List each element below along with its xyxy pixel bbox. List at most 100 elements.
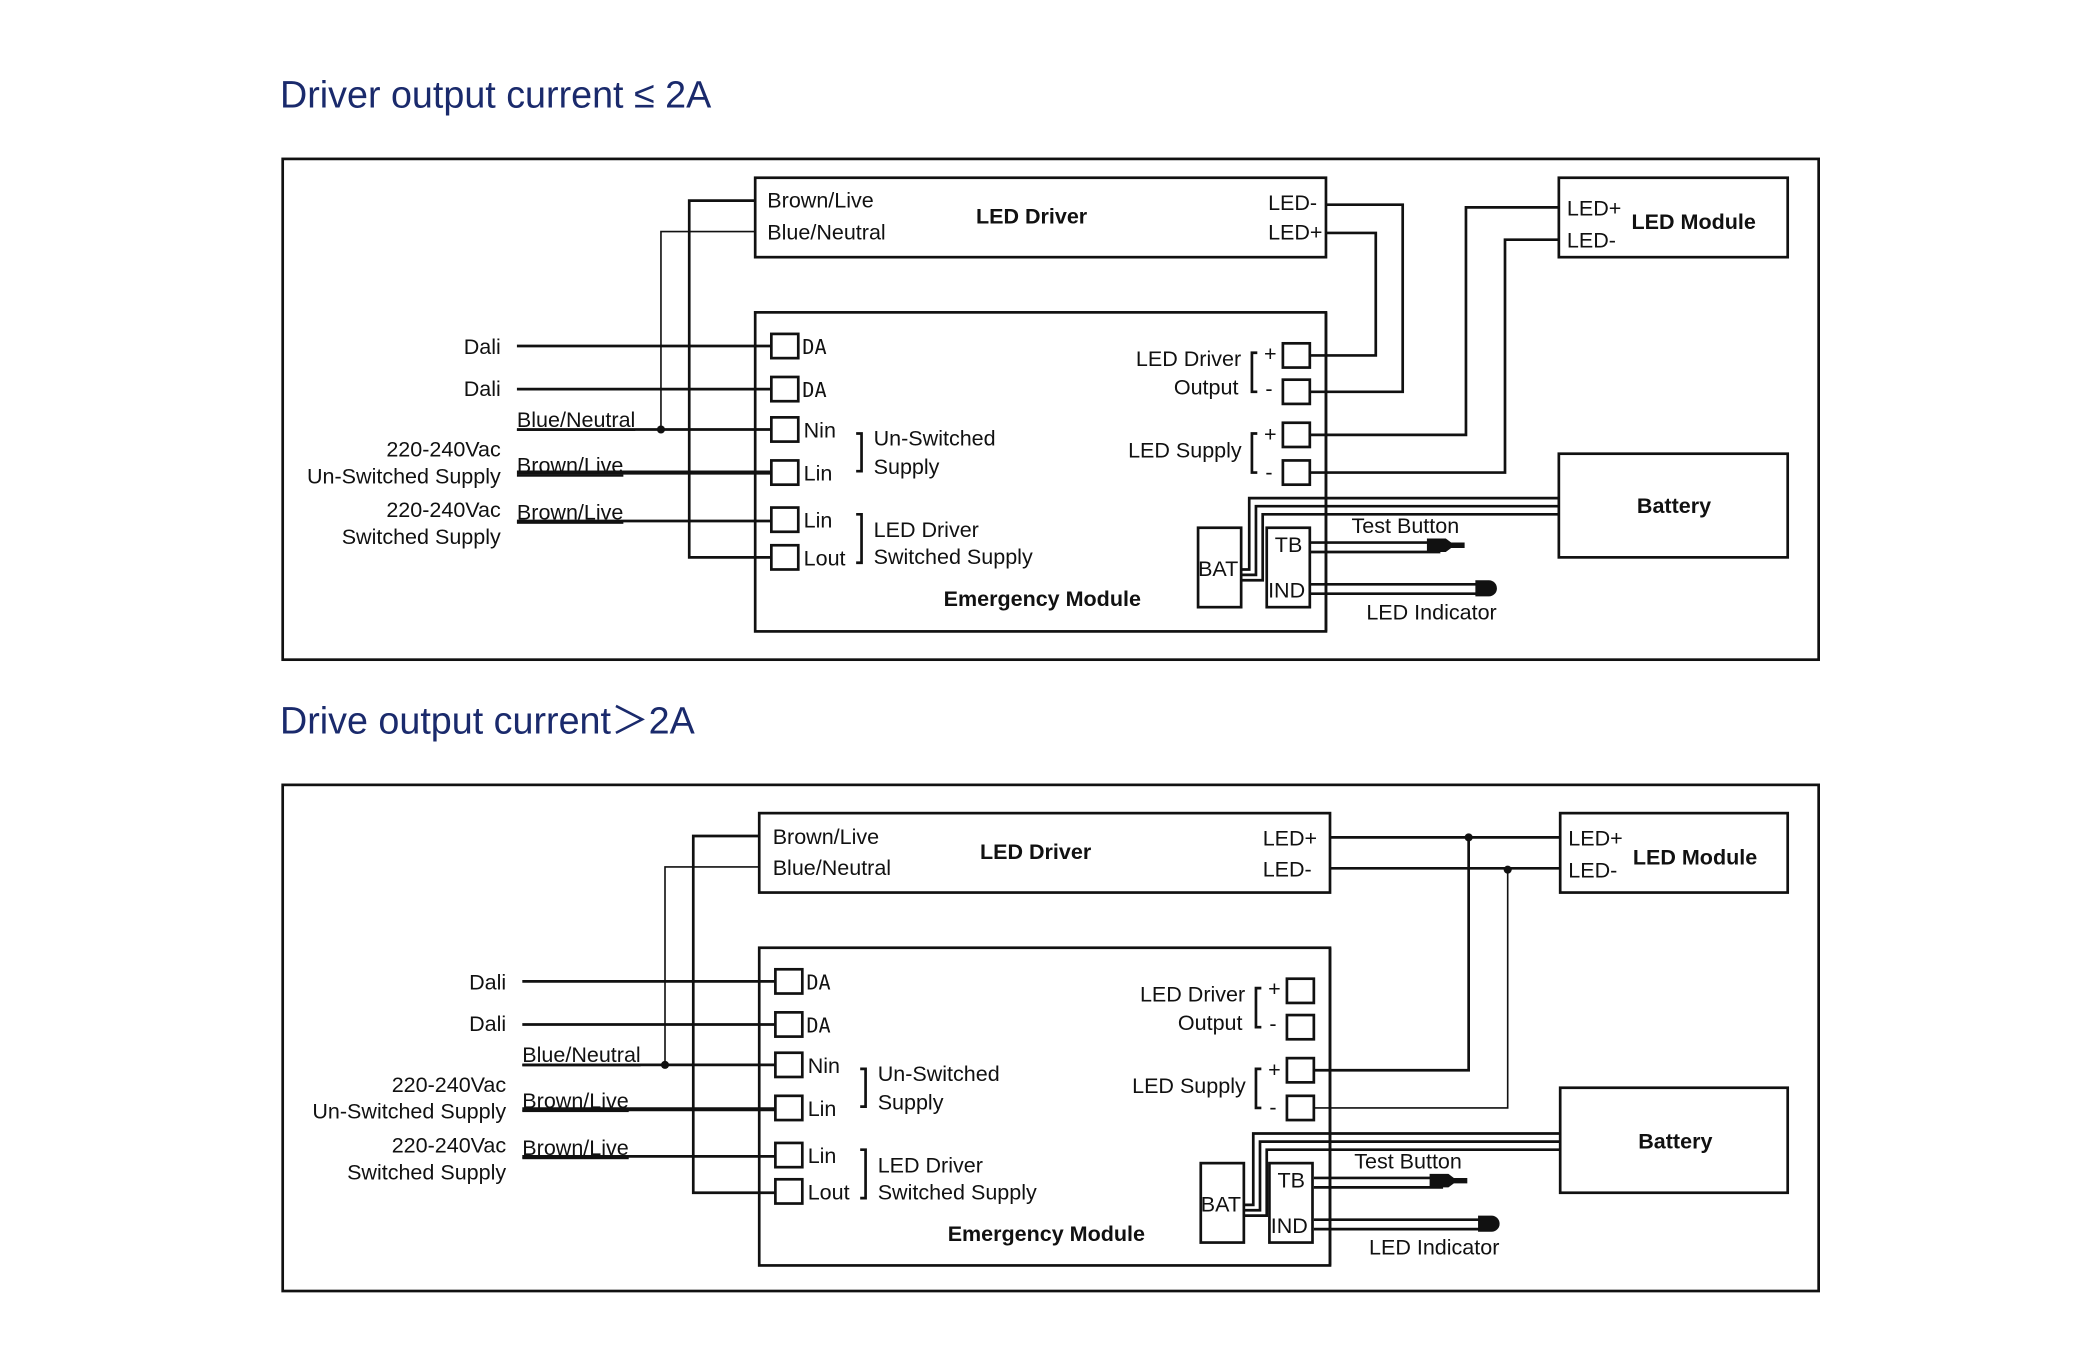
switched-supply-label-2: Switched Supply	[878, 1180, 1037, 1204]
terminal-driver-out-plus	[1285, 977, 1316, 1005]
led-module-minus: LED-	[1567, 229, 1616, 253]
supply-labels: Dali Dali Blue/Neutral 220-240Vac Un-Swi…	[307, 335, 635, 549]
switched-supply-label: Switched Supply	[342, 525, 501, 549]
diagram-1-title: Driver output current ≤ 2A	[280, 74, 712, 116]
tb-label: TB	[1278, 1168, 1306, 1192]
minus-sign: -	[1269, 1096, 1276, 1120]
led-driver-input-brown-live: Brown/Live	[767, 188, 873, 212]
bat-label: BAT	[1198, 557, 1238, 581]
led-driver-input-blue-neutral: Blue/Neutral	[773, 856, 891, 880]
terminal-da-2-label: DA	[806, 1014, 830, 1038]
emergency-module-box: DA DA Nin Lin Lin Lout Un-Switched Suppl…	[753, 311, 1328, 633]
terminal-lout-label: Lout	[808, 1180, 850, 1204]
led-driver-label: LED Driver	[980, 840, 1092, 864]
led-driver-input-blue-neutral: Blue/Neutral	[767, 221, 885, 245]
blue-neutral-label: Blue/Neutral	[517, 408, 635, 432]
diagram-1-frame	[281, 157, 1820, 662]
plus-sign: +	[1268, 977, 1281, 1001]
unswitched-supply-label-2: Supply	[874, 455, 940, 479]
terminal-lout	[774, 1177, 804, 1205]
terminal-nin	[774, 1051, 804, 1079]
plus-sign: +	[1268, 1058, 1281, 1082]
unswitched-supply-label-1: Un-Switched	[878, 1062, 1000, 1086]
switched-supply-label-1: LED Driver	[874, 518, 979, 542]
led-module-label: LED Module	[1633, 845, 1757, 869]
diagram-2-frame	[281, 783, 1820, 1293]
brown-live-label-1: Brown/Live	[522, 1089, 628, 1113]
test-button-label: Test Button	[1352, 514, 1460, 538]
terminal-supply-minus	[1281, 459, 1312, 487]
switched-supply-label-1: LED Driver	[878, 1154, 983, 1178]
plus-sign: +	[1264, 423, 1277, 447]
unswitched-supply-label: Un-Switched Supply	[307, 464, 501, 488]
terminal-driver-out-plus	[1281, 341, 1312, 369]
led-driver-box: Brown/Live Blue/Neutral LED Driver LED+ …	[757, 811, 1332, 894]
battery-label: Battery	[1638, 1129, 1712, 1153]
voltage-label-2: 220-240Vac	[386, 498, 501, 522]
driver-output-label-2: Output	[1174, 375, 1239, 399]
terminal-da-2-label: DA	[802, 378, 826, 402]
terminal-lin-1	[774, 1094, 804, 1122]
terminal-nin	[770, 416, 800, 443]
minus-sign: -	[1265, 460, 1272, 484]
bat-connector	[1196, 526, 1243, 609]
led-module-box: LED+ LED- LED Module	[1557, 176, 1790, 259]
terminal-lin-1-label: Lin	[804, 462, 833, 486]
test-button-icon	[1426, 538, 1465, 552]
led-indicator-icon	[1475, 580, 1497, 597]
terminal-da-1	[770, 332, 800, 360]
ind-label: IND	[1271, 1214, 1308, 1238]
emergency-module-label: Emergency Module	[948, 1222, 1145, 1246]
driver-output-label-1: LED Driver	[1136, 347, 1241, 371]
bracket-driver-output	[1250, 351, 1258, 394]
bracket-unswitched	[860, 1067, 867, 1108]
minus-sign: -	[1269, 1012, 1276, 1036]
tb-label: TB	[1275, 533, 1303, 557]
tb-ind-connector	[1268, 1161, 1314, 1244]
led-module-plus: LED+	[1568, 826, 1622, 850]
dali-label-1: Dali	[464, 335, 501, 359]
bracket-switched	[856, 512, 863, 565]
switched-supply-label-2: Switched Supply	[874, 545, 1033, 569]
ind-label: IND	[1268, 579, 1305, 603]
led-module-label: LED Module	[1632, 210, 1756, 234]
bracket-switched	[860, 1148, 867, 1200]
led-driver-input-brown-live: Brown/Live	[773, 825, 879, 849]
led-driver-output-1: LED+	[1263, 826, 1317, 850]
driver-output-label-1: LED Driver	[1140, 983, 1245, 1007]
terminal-lin-2	[774, 1141, 804, 1169]
terminal-lin-2	[770, 506, 800, 534]
terminal-driver-out-minus	[1285, 1013, 1316, 1041]
led-indicator-icon	[1478, 1215, 1500, 1232]
supply-labels: Dali Dali Blue/Neutral 220-240Vac Un-Swi…	[312, 970, 640, 1184]
driver-output-label-2: Output	[1178, 1011, 1243, 1035]
diagram-2-title: Drive output current＞2A	[280, 700, 696, 742]
test-button-icon	[1429, 1173, 1468, 1188]
led-indicator-label: LED Indicator	[1369, 1236, 1499, 1260]
led-driver-output-1: LED-	[1268, 191, 1317, 215]
bracket-driver-output	[1254, 986, 1262, 1029]
battery-box: Battery	[1558, 1086, 1790, 1195]
bat-connector	[1199, 1161, 1246, 1244]
diagram-1: Driver output current ≤ 2A Brown/Live Bl…	[280, 74, 1820, 662]
unswitched-supply-label-2: Supply	[878, 1090, 944, 1114]
bracket-led-supply	[1250, 432, 1258, 474]
bat-label: BAT	[1201, 1193, 1241, 1217]
led-module-minus: LED-	[1568, 859, 1617, 883]
terminal-lin-2-label: Lin	[804, 509, 833, 533]
blue-neutral-label: Blue/Neutral	[522, 1043, 640, 1067]
unswitched-supply-label: Un-Switched Supply	[312, 1100, 506, 1124]
led-supply-label: LED Supply	[1128, 439, 1242, 463]
led-driver-label: LED Driver	[976, 205, 1088, 229]
led-supply-label: LED Supply	[1132, 1074, 1246, 1098]
terminal-nin-label: Nin	[808, 1054, 840, 1078]
tb-ind-connector	[1265, 526, 1312, 609]
bracket-led-supply	[1254, 1067, 1262, 1110]
bracket-unswitched	[856, 432, 863, 473]
unswitched-supply-label-1: Un-Switched	[874, 427, 996, 451]
terminal-supply-plus	[1281, 421, 1312, 449]
voltage-label-2: 220-240Vac	[392, 1133, 507, 1157]
terminal-lin-1	[770, 459, 800, 487]
dali-label-2: Dali	[464, 377, 501, 401]
